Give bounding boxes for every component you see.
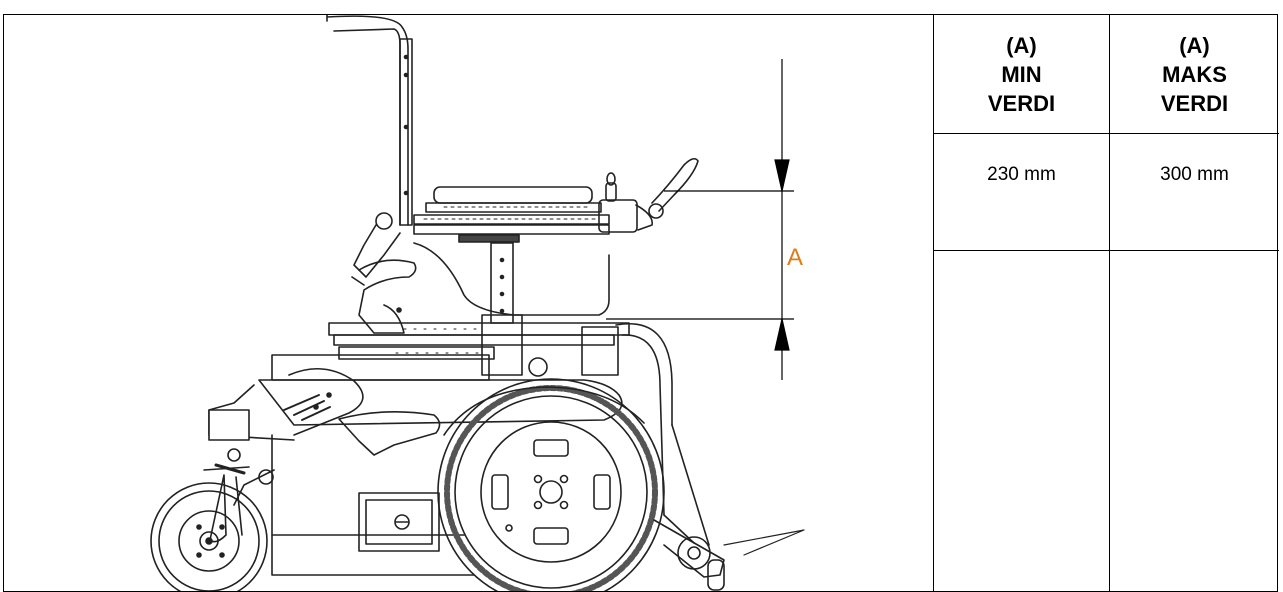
wheelchair-side-view-drawing: A	[150, 15, 805, 591]
min-value-column: (A) MIN VERDI 230 mm	[934, 15, 1110, 591]
wheelchair-figure-cell: A	[4, 15, 934, 591]
min-value-cell: 230 mm	[934, 134, 1109, 251]
max-header-line-1: (A)	[1179, 32, 1210, 58]
specification-table: A (A) MIN VERDI 230 mm (A) MAKS VERDI 30…	[3, 14, 1279, 592]
max-value-header: (A) MAKS VERDI	[1110, 15, 1279, 134]
max-value-column: (A) MAKS VERDI 300 mm	[1110, 15, 1279, 591]
max-value-cell: 300 mm	[1110, 134, 1279, 251]
min-header-line-2: MIN	[1001, 61, 1042, 87]
max-header-line-2: MAKS	[1162, 61, 1227, 87]
max-header-line-3: VERDI	[1160, 90, 1229, 116]
min-value: 230 mm	[987, 164, 1056, 185]
max-value: 300 mm	[1160, 164, 1229, 185]
min-header-line-3: VERDI	[987, 90, 1056, 116]
dimension-a-label: A	[787, 244, 803, 271]
min-header-line-1: (A)	[1006, 32, 1037, 58]
min-value-header: (A) MIN VERDI	[934, 15, 1109, 134]
